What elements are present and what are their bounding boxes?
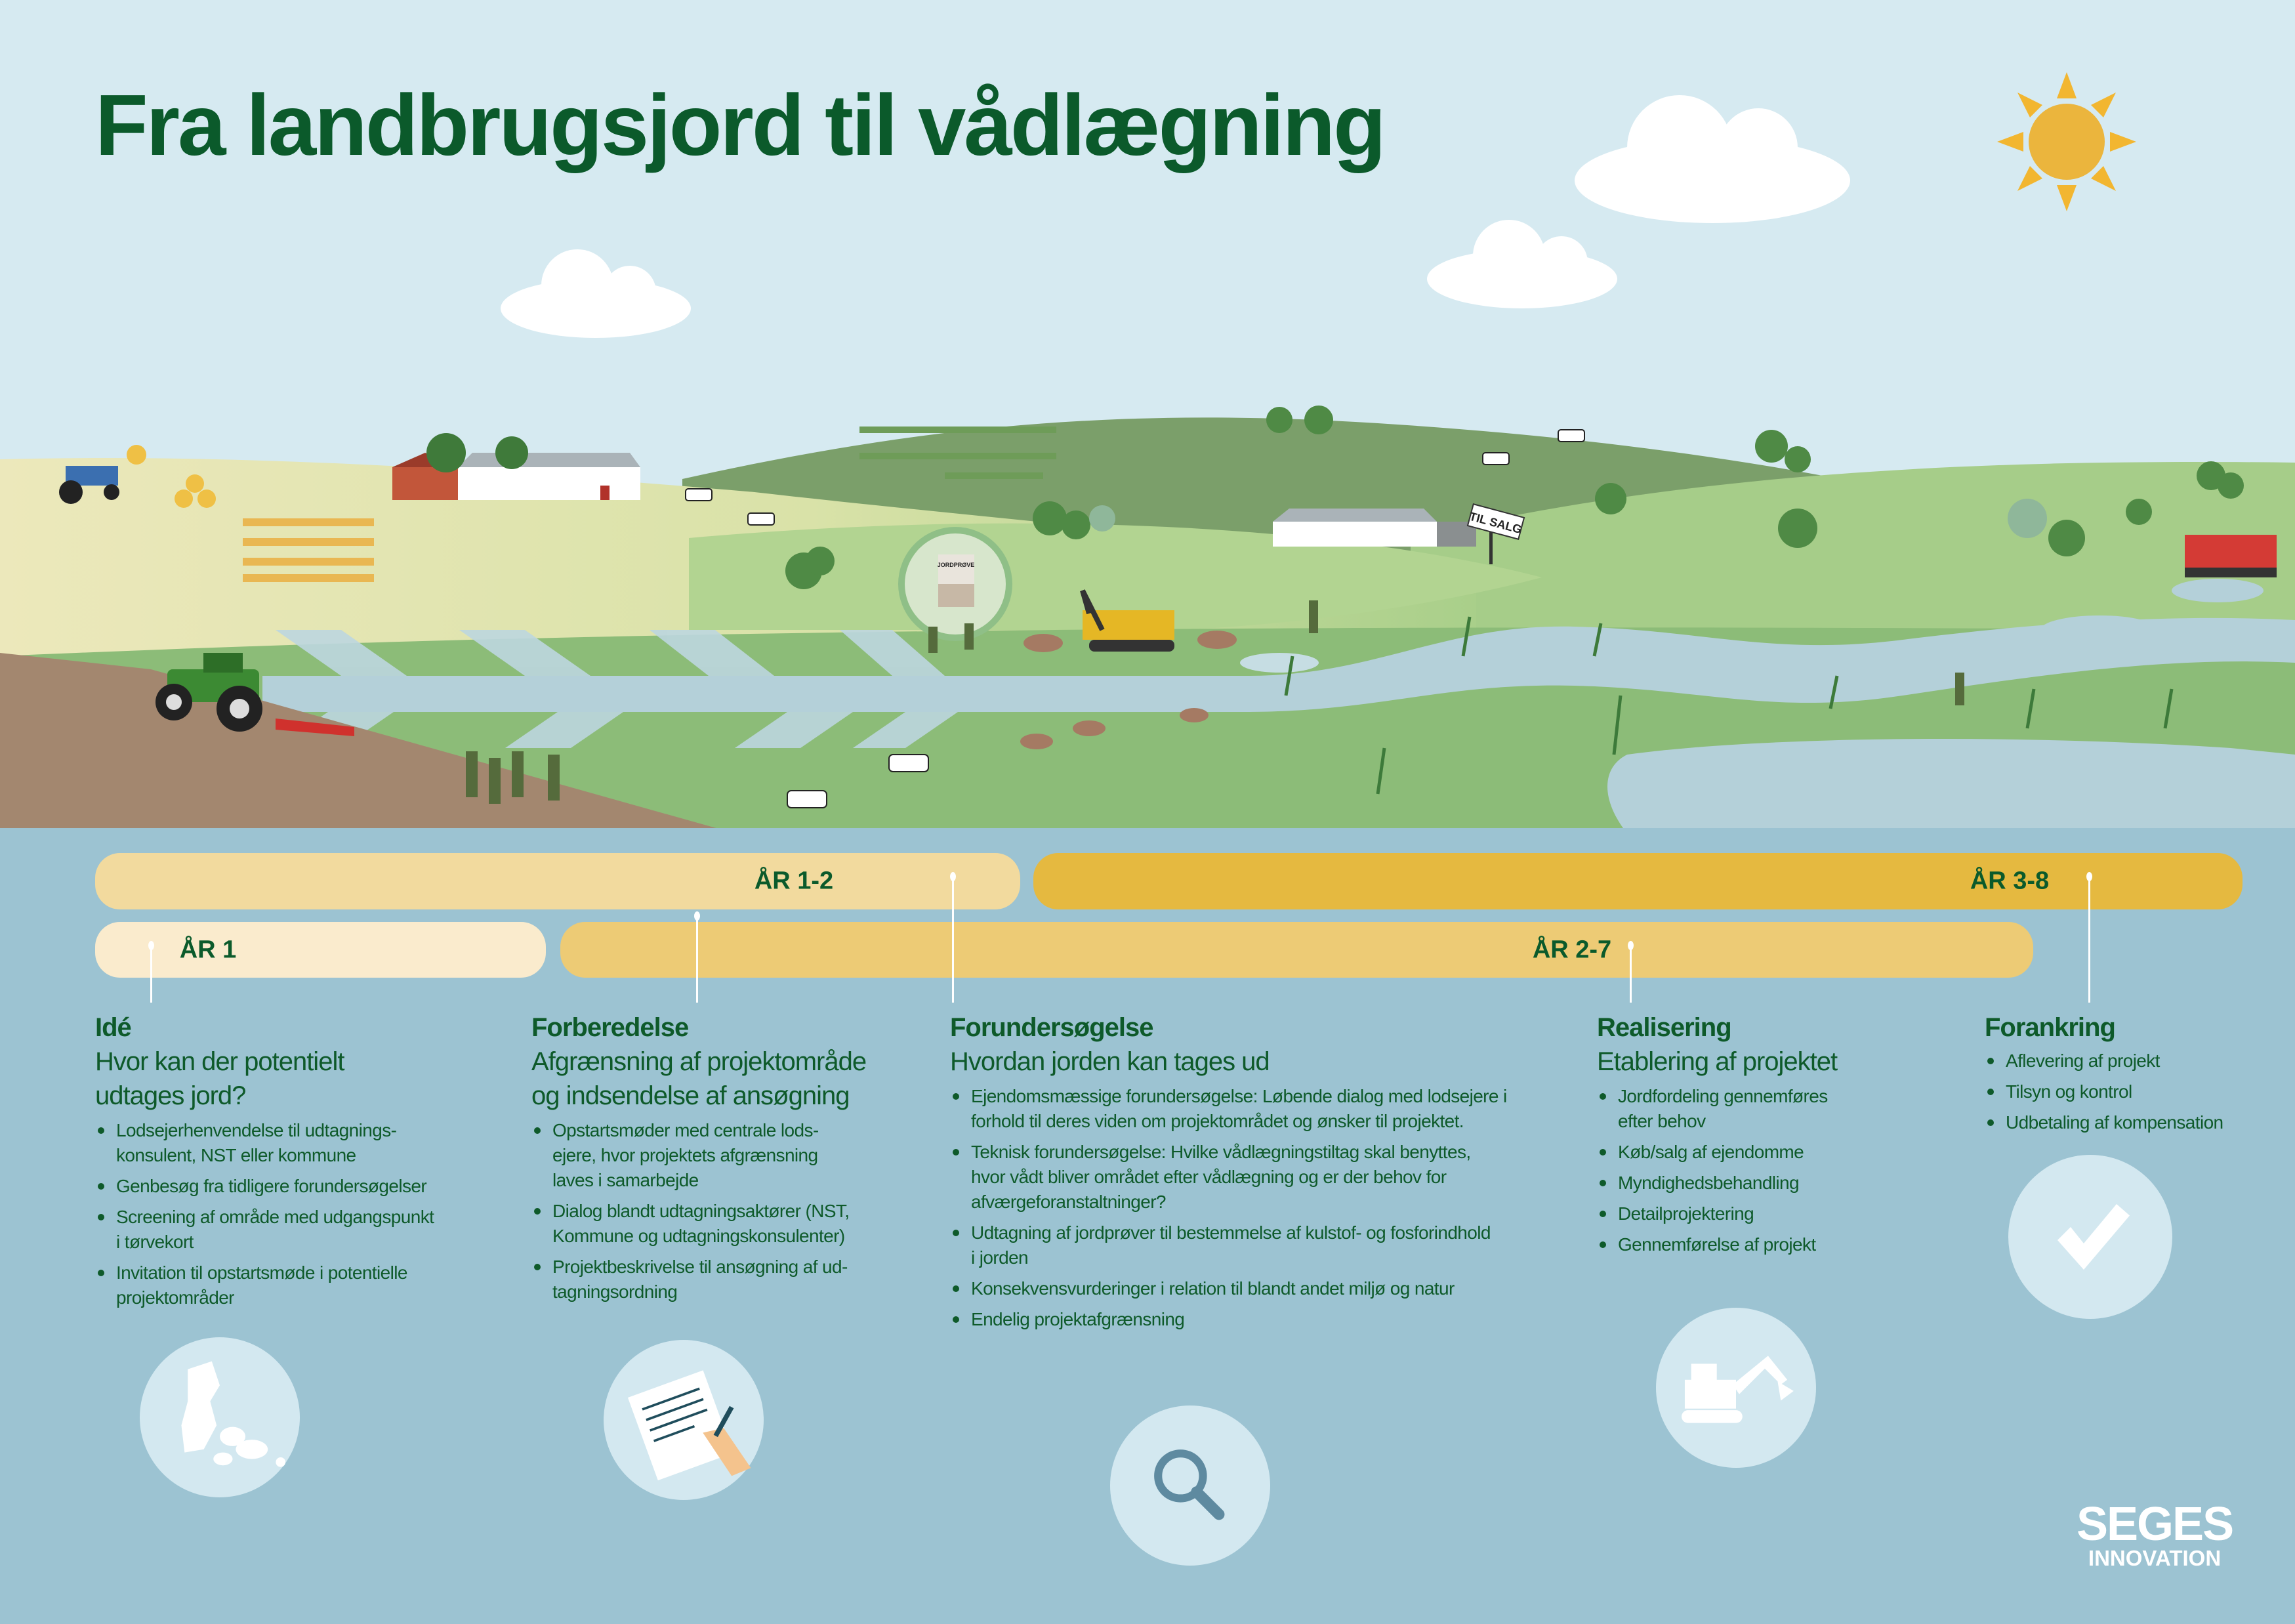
soil-sample-label: JORDPRØVE bbox=[938, 562, 975, 568]
timeline-bar-label: ÅR 2-7 bbox=[1532, 936, 1612, 963]
list-item: Aflevering af projekt bbox=[1985, 1049, 2286, 1073]
phase-title: Idé bbox=[95, 1013, 132, 1042]
timeline-bar-label: ÅR 3-8 bbox=[1970, 867, 2050, 895]
farm-building bbox=[392, 433, 640, 500]
list-item: Opstartsmøder med centrale lods- ejere, … bbox=[531, 1118, 938, 1193]
page-title: Fra landbrugsjord til vådlægning bbox=[95, 77, 1386, 173]
list-item: Konsekvensvurderinger i relation til bla… bbox=[950, 1276, 1573, 1301]
list-item: Tilsyn og kontrol bbox=[1985, 1079, 2286, 1104]
checkmark-icon bbox=[2008, 1155, 2172, 1319]
landscape-illustration: TIL SALG JORDPRØVE bbox=[0, 0, 2295, 833]
list-item: Invitation til opstartsmøde i potentiell… bbox=[95, 1260, 515, 1310]
phase-title: Forberedelse bbox=[531, 1013, 689, 1042]
phase-ide: Idé Hvor kan der potentielt udtages jord… bbox=[95, 1010, 515, 1316]
seges-logo: SEGES INNOVATION bbox=[2077, 1498, 2234, 1570]
tractor-icon bbox=[59, 445, 354, 736]
list-item: Lodsejerhenvendelse til udtagnings- kons… bbox=[95, 1118, 515, 1168]
list-item: Endelig projektafgrænsning bbox=[950, 1307, 1573, 1332]
document-writing-icon bbox=[604, 1340, 764, 1500]
list-item: Genbesøg fra tidligere forundersøgelser bbox=[95, 1174, 515, 1199]
phase-title: Realisering bbox=[1597, 1013, 1732, 1042]
logo-text: SEGES bbox=[2077, 1498, 2234, 1551]
list-item: Udtagning af jordprøver til bestemmelse … bbox=[950, 1220, 1573, 1270]
phase-subtitle: Etablering af projektet bbox=[1597, 1047, 1838, 1076]
phase-subtitle: Hvordan jorden kan tages ud bbox=[950, 1047, 1270, 1076]
list-item: Detailprojektering bbox=[1597, 1201, 1964, 1226]
timeline-connector bbox=[950, 872, 956, 1003]
timeline-connector bbox=[2086, 872, 2092, 1003]
list-item: Screening af område med udgangspunkt i t… bbox=[95, 1205, 515, 1255]
list-item: Køb/salg af ejendomme bbox=[1597, 1140, 1964, 1165]
phase-realisering: Realisering Etablering af projektet Jord… bbox=[1597, 1010, 1964, 1263]
timeline-bar-label: ÅR 1-2 bbox=[754, 867, 834, 895]
list-item: Teknisk forundersøgelse: Hvilke vådlægni… bbox=[950, 1140, 1573, 1215]
list-item: Jordfordeling gennemføres efter behov bbox=[1597, 1084, 1964, 1134]
list-item: Ejendomsmæssige forundersøgelse: Løbende… bbox=[950, 1084, 1573, 1134]
soil-sample-icon: JORDPRØVE bbox=[898, 527, 1012, 641]
timeline-bar-year-1: ÅR 1 bbox=[95, 922, 546, 978]
list-item: Projektbeskrivelse til ansøgning af ud- … bbox=[531, 1255, 938, 1304]
farm-building-for-sale: TIL SALG bbox=[1273, 503, 1525, 564]
sun-icon bbox=[1997, 72, 2136, 211]
excavator-icon bbox=[1080, 535, 2277, 652]
phase-subtitle: Hvor kan der potentielt udtages jord? bbox=[95, 1047, 344, 1110]
magnifier-icon bbox=[1110, 1405, 1270, 1566]
timeline-bar-year-2-7: ÅR 2-7 bbox=[560, 922, 2033, 978]
logo-subtext: INNOVATION bbox=[2088, 1546, 2222, 1570]
timeline-connector bbox=[694, 911, 700, 1003]
phase-forundersogelse: Forundersøgelse Hvordan jorden kan tages… bbox=[950, 1010, 1573, 1338]
cloud-icon bbox=[501, 95, 1850, 338]
denmark-map-icon bbox=[140, 1337, 300, 1497]
phase-title: Forankring bbox=[1985, 1013, 2116, 1042]
list-item: Myndighedsbehandling bbox=[1597, 1171, 1964, 1196]
timeline-bar-year-3-8: ÅR 3-8 bbox=[1033, 853, 2243, 909]
timeline-connector bbox=[1628, 941, 1634, 1003]
timeline-bar-year-1-2: ÅR 1-2 bbox=[95, 853, 1020, 909]
timeline-bar-label: ÅR 1 bbox=[179, 936, 237, 963]
excavator-icon bbox=[1656, 1308, 1816, 1468]
phase-forberedelse: Forberedelse Afgrænsning af projektområd… bbox=[531, 1010, 938, 1310]
phase-title: Forundersøgelse bbox=[950, 1013, 1154, 1042]
phase-forankring: Forankring Aflevering af projekt Tilsyn … bbox=[1985, 1010, 2286, 1141]
list-item: Udbetaling af kompensation bbox=[1985, 1110, 2286, 1135]
list-item: Gennemførelse af projekt bbox=[1597, 1232, 1964, 1257]
phase-subtitle: Afgrænsning af projektområde og indsende… bbox=[531, 1047, 867, 1110]
list-item: Dialog blandt udtagningsaktører (NST, Ko… bbox=[531, 1199, 938, 1249]
timeline-connector bbox=[148, 941, 154, 1003]
